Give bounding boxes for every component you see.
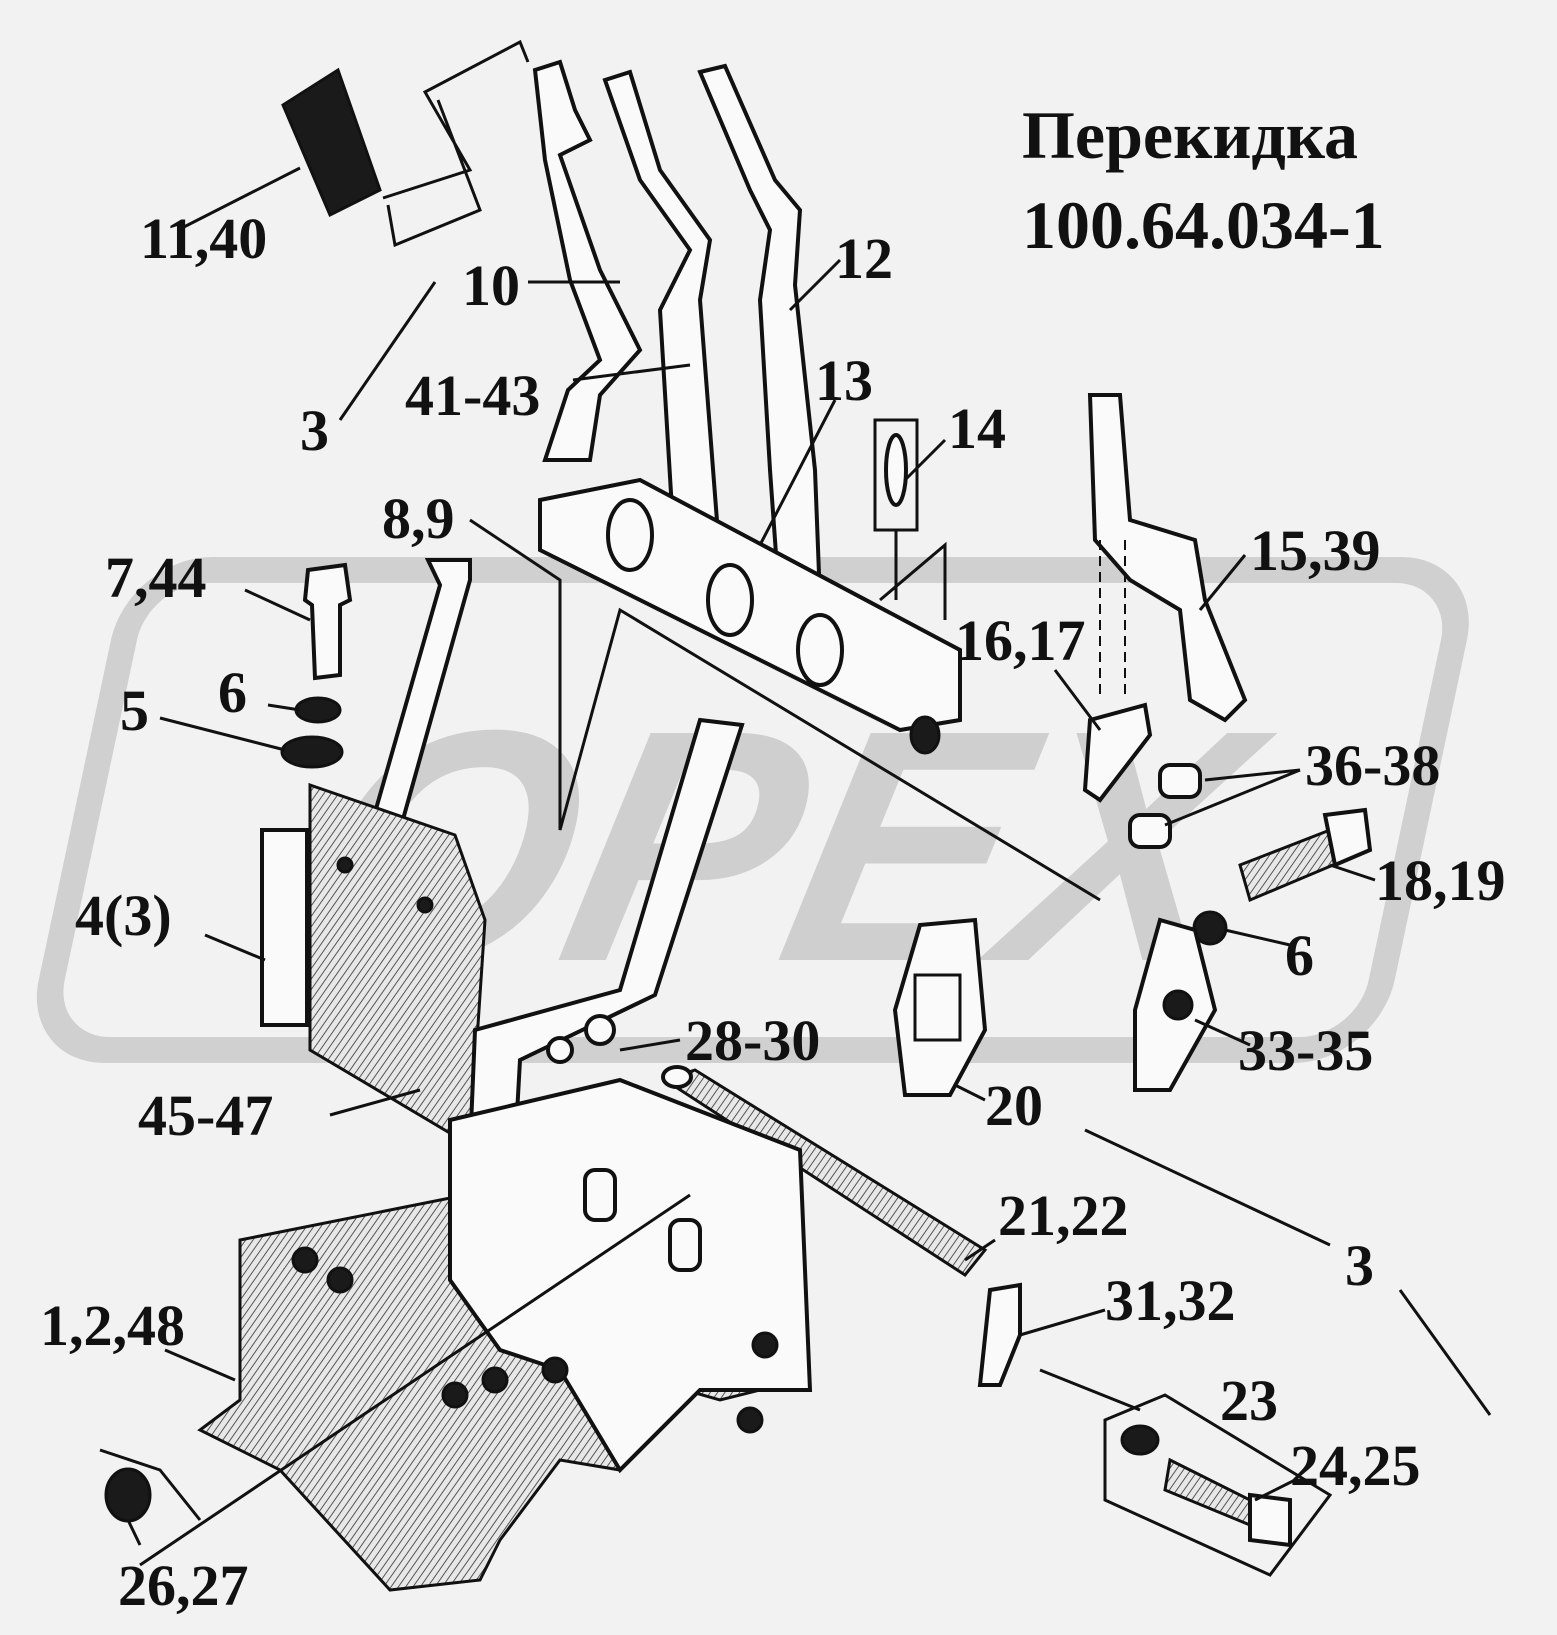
bracket-33-35 [1133, 917, 1218, 1092]
callout-7-44: 7,44 [105, 545, 207, 610]
callout-3-bottom: 3 [1345, 1233, 1374, 1298]
title-line-1: Перекидка [1022, 97, 1358, 173]
callout-45-47: 45-47 [138, 1083, 273, 1148]
callout-36-38: 36-38 [1305, 733, 1440, 798]
callout-14: 14 [948, 396, 1006, 461]
diagram-title: Перекидка 100.64.034-1 [1022, 97, 1385, 263]
bushings-36-38 [1128, 763, 1202, 849]
callout-26-27: 26,27 [118, 1553, 249, 1618]
callout-1-2-48: 1,2,48 [40, 1293, 185, 1358]
bolt-7-44 [302, 562, 353, 681]
lever-10 [532, 59, 643, 462]
bolt-assembly-24-25 [1103, 1393, 1333, 1577]
callout-4-3: 4(3) [75, 883, 172, 948]
leader-lines [126, 258, 1492, 1546]
callout-33-35: 33-35 [1238, 1018, 1373, 1083]
title-line-2: 100.64.034-1 [1022, 187, 1385, 263]
callout-11-40: 11,40 [140, 206, 267, 271]
washer-6-left [294, 696, 342, 724]
clip-31-32 [977, 1282, 1022, 1387]
knob-part [177, 39, 530, 248]
bolt-18-19 [1238, 807, 1373, 903]
callout-15-39: 15,39 [1250, 518, 1381, 583]
callout-3-top: 3 [300, 398, 329, 463]
cotter-pin-part [873, 418, 947, 620]
link-part [1087, 393, 1248, 723]
washer-5 [280, 735, 344, 769]
callout-24-25: 24,25 [1290, 1433, 1421, 1498]
callout-6-right: 6 [1285, 923, 1314, 988]
callout-18-19: 18,19 [1375, 848, 1506, 913]
callout-20: 20 [985, 1073, 1043, 1138]
callout-23: 23 [1220, 1368, 1278, 1433]
base-bracket [139, 1077, 813, 1592]
callout-21-22: 21,22 [998, 1183, 1129, 1248]
callout-31-32: 31,32 [1105, 1268, 1236, 1333]
bracket-20 [892, 917, 988, 1097]
plate-4-3 [260, 828, 309, 1027]
callout-6-left: 6 [218, 660, 247, 725]
hub-assembly [538, 477, 962, 755]
callout-12: 12 [835, 226, 893, 291]
callout-5: 5 [120, 678, 149, 743]
plate-16-17 [1082, 702, 1153, 803]
callout-8-9: 8,9 [382, 486, 455, 551]
callout-13: 13 [815, 348, 873, 413]
callout-41-43: 41-43 [405, 363, 540, 428]
callout-labels: 11,40 10 12 3 41-43 13 14 8,9 7,44 15,39… [40, 206, 1506, 1618]
callout-16-17: 16,17 [955, 608, 1086, 673]
pin-21-22 [661, 1065, 988, 1277]
callout-28-30: 28-30 [685, 1008, 820, 1073]
nut-26-27 [99, 1448, 202, 1523]
callout-10: 10 [462, 253, 520, 318]
